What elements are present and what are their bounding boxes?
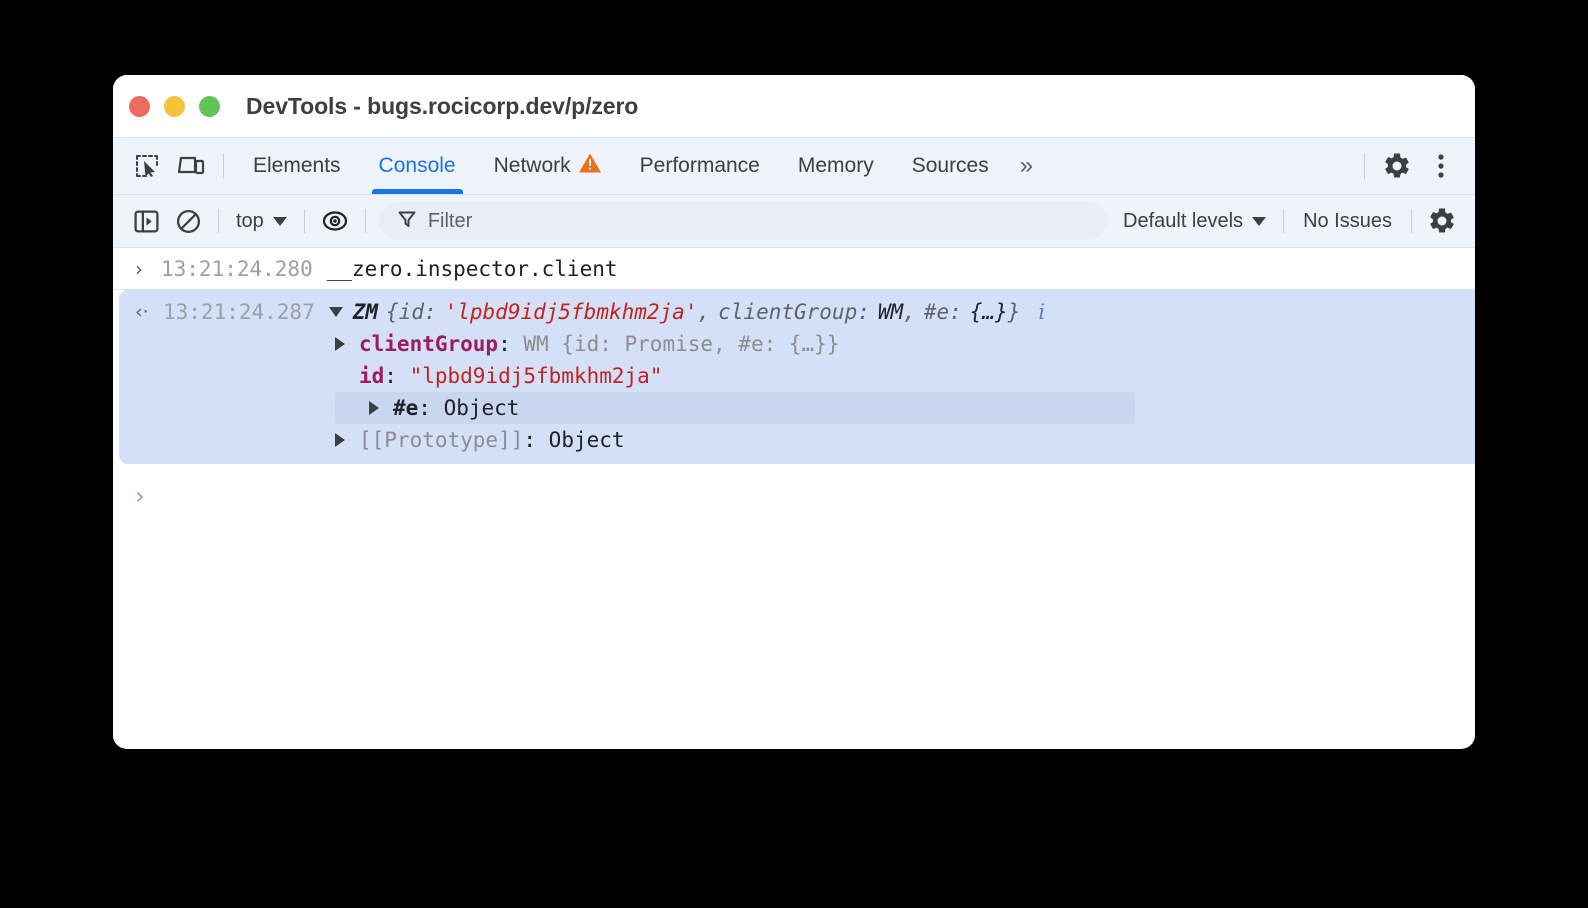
tab-elements[interactable]: Elements: [234, 138, 360, 194]
more-tabs-icon[interactable]: »: [1019, 152, 1033, 179]
id-key: id: [359, 364, 385, 388]
toolbar-divider-2: [303, 209, 305, 233]
preview-e-key: #e:: [923, 300, 962, 324]
filter-input[interactable]: [427, 209, 1089, 233]
console-toolbar: top Default levels No Issues: [113, 194, 1475, 248]
prompt-chevron-icon: ›: [135, 482, 145, 510]
tab-network-label: Network: [493, 154, 571, 177]
devtools-window: DevTools - bugs.rocicorp.dev/p/zero Elem…: [113, 75, 1475, 749]
tab-elements-label: Elements: [253, 154, 341, 177]
tab-sources-label: Sources: [911, 154, 989, 177]
tab-memory[interactable]: Memory: [779, 138, 893, 194]
clientgroup-disclosure-triangle[interactable]: [335, 337, 345, 351]
tabbar-divider: [223, 153, 224, 179]
command-chevron-icon: ›: [135, 256, 143, 281]
preview-id-key: id:: [398, 300, 437, 324]
tab-console-label: Console: [378, 154, 456, 177]
info-icon[interactable]: i: [1038, 300, 1046, 324]
toolbar-divider-4: [1283, 209, 1285, 233]
tab-performance[interactable]: Performance: [621, 138, 779, 194]
filter-box[interactable]: [378, 202, 1107, 240]
hash-e-key: #e: [393, 396, 419, 420]
prototype-key: [[Prototype]]: [359, 428, 524, 452]
clientgroup-key: clientGroup: [359, 332, 499, 356]
property-row-id[interactable]: id : "lpbd9idj5fbmkhm2ja": [119, 360, 1475, 392]
log-levels-dropdown[interactable]: Default levels: [1115, 202, 1274, 240]
window-maximize-button[interactable]: [199, 95, 220, 117]
execution-context-selector[interactable]: top: [228, 202, 295, 240]
window-title: DevTools - bugs.rocicorp.dev/p/zero: [246, 92, 639, 119]
preview-close-brace: }: [1007, 300, 1021, 324]
tabbar-right-divider: [1364, 153, 1365, 179]
id-separator: :: [384, 364, 410, 388]
toolbar-divider-1: [218, 209, 219, 233]
traffic-lights: [129, 95, 220, 117]
preview-comma-1: ,: [697, 300, 711, 324]
clientgroup-separator: :: [498, 332, 524, 356]
property-row-prototype[interactable]: [[Prototype]] : Object: [119, 424, 1475, 456]
id-value: "lpbd9idj5fbmkhm2ja": [409, 364, 663, 388]
console-sidebar-icon[interactable]: [125, 202, 167, 240]
prototype-separator: :: [523, 428, 549, 452]
property-row-hash-e[interactable]: #e : Object: [335, 392, 1135, 424]
console-message-list[interactable]: › 13:21:24.280 __zero.inspector.client ‹…: [113, 248, 1475, 748]
result-class-name: ZM: [352, 300, 379, 324]
preview-e-value: {…}: [969, 300, 1008, 324]
inspect-element-icon[interactable]: [125, 146, 169, 186]
chevron-down-icon: [272, 216, 287, 226]
tab-network[interactable]: Network: [475, 138, 621, 194]
console-prompt-row[interactable]: ›: [113, 474, 1475, 518]
prototype-value: Object: [548, 428, 625, 452]
more-options-icon[interactable]: [1419, 146, 1463, 186]
result-timestamp: 13:21:24.287: [163, 300, 315, 324]
chevron-down-icon: [1252, 216, 1267, 226]
window-titlebar: DevTools - bugs.rocicorp.dev/p/zero: [113, 75, 1475, 137]
eye-icon[interactable]: [314, 202, 356, 240]
toolbar-divider-5: [1411, 209, 1412, 233]
device-toolbar-icon[interactable]: [169, 146, 213, 186]
hash-e-disclosure-triangle[interactable]: [369, 401, 379, 415]
log-levels-label: Default levels: [1123, 209, 1244, 232]
preview-clientgroup-value: WM: [877, 300, 904, 324]
window-minimize-button[interactable]: [164, 95, 185, 117]
window-close-button[interactable]: [129, 95, 150, 117]
hash-e-value: Object: [443, 396, 520, 420]
funnel-icon: [397, 209, 417, 234]
result-header-row[interactable]: ‹· 13:21:24.287 ZM { id: 'lpbd9idj5fbmkh…: [119, 296, 1475, 328]
preview-comma-2: ,: [903, 300, 916, 324]
tab-performance-label: Performance: [639, 154, 760, 177]
result-disclosure-triangle[interactable]: [328, 307, 343, 317]
console-command-row[interactable]: › 13:21:24.280 __zero.inspector.client: [113, 248, 1475, 290]
execution-context-label: top: [236, 209, 264, 232]
preview-clientgroup-key: clientGroup:: [718, 300, 870, 324]
warning-triangle-icon: [578, 152, 602, 180]
tab-sources[interactable]: Sources: [893, 138, 1008, 194]
settings-gear-icon[interactable]: [1375, 146, 1419, 186]
clientgroup-value: WM {id: Promise, #e: {…}}: [523, 332, 840, 356]
command-timestamp: 13:21:24.280: [161, 256, 313, 281]
issues-counter[interactable]: No Issues: [1303, 209, 1392, 232]
clear-console-icon[interactable]: [167, 202, 209, 240]
toolbar-divider-3: [364, 209, 366, 233]
devtools-tabbar: Elements Console Network Performance Mem…: [113, 137, 1475, 194]
tab-memory-label: Memory: [797, 154, 874, 177]
preview-open-brace: {: [386, 300, 399, 324]
preview-id-value: 'lpbd9idj5fbmkhm2ja': [444, 300, 698, 324]
prototype-disclosure-triangle[interactable]: [335, 433, 345, 447]
tabbar-right-group: [1354, 146, 1475, 186]
console-settings-gear-icon[interactable]: [1421, 202, 1463, 240]
hash-e-separator: :: [418, 396, 444, 420]
property-row-clientgroup[interactable]: clientGroup : WM {id: Promise, #e: {…}}: [119, 328, 1475, 360]
command-text: __zero.inspector.client: [326, 256, 618, 281]
tab-console[interactable]: Console: [360, 138, 475, 194]
return-arrow-icon: ‹·: [135, 301, 149, 323]
console-result-block[interactable]: ‹· 13:21:24.287 ZM { id: 'lpbd9idj5fbmkh…: [119, 290, 1475, 464]
